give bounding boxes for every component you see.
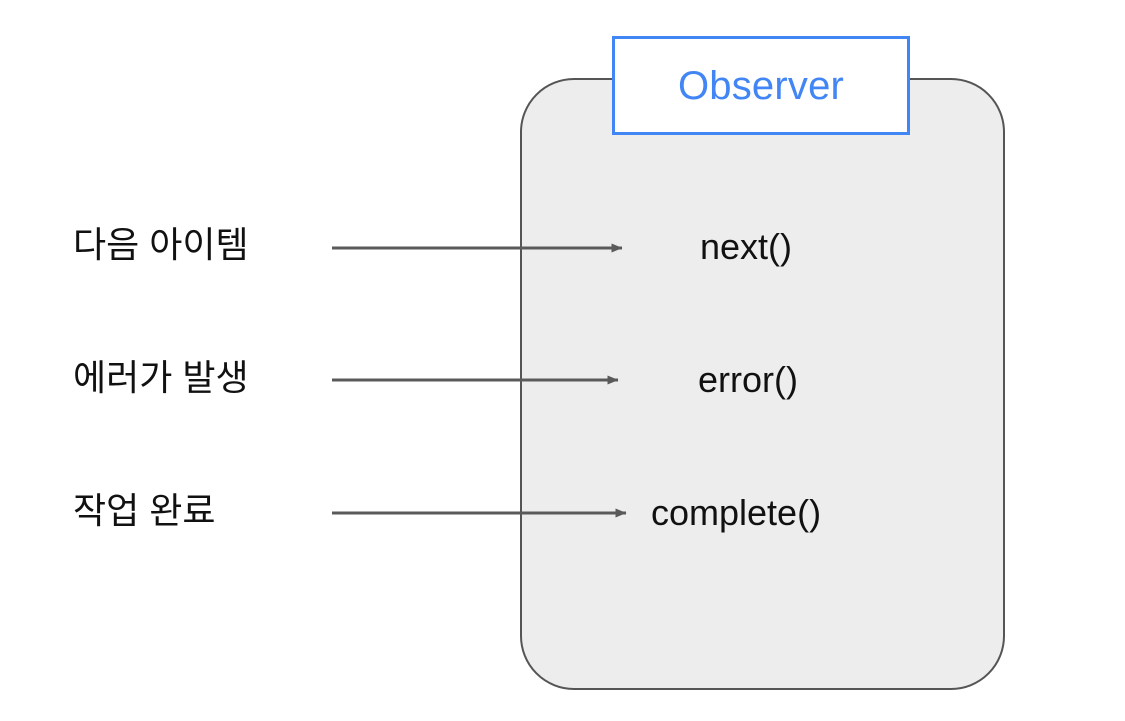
method-label-error: error(): [698, 359, 798, 400]
method-label-next: next(): [700, 226, 793, 267]
observer-title-label: Observer: [677, 63, 845, 108]
source-label-error-occurred: 에러가 발생: [73, 357, 249, 398]
source-label-task-complete: 작업 완료: [73, 490, 216, 531]
observer-container-shape: [520, 78, 1005, 690]
observer-title-box: Observer: [612, 36, 910, 135]
source-label-next-item: 다음 아이템: [73, 224, 249, 265]
method-label-complete: complete(): [651, 492, 822, 533]
